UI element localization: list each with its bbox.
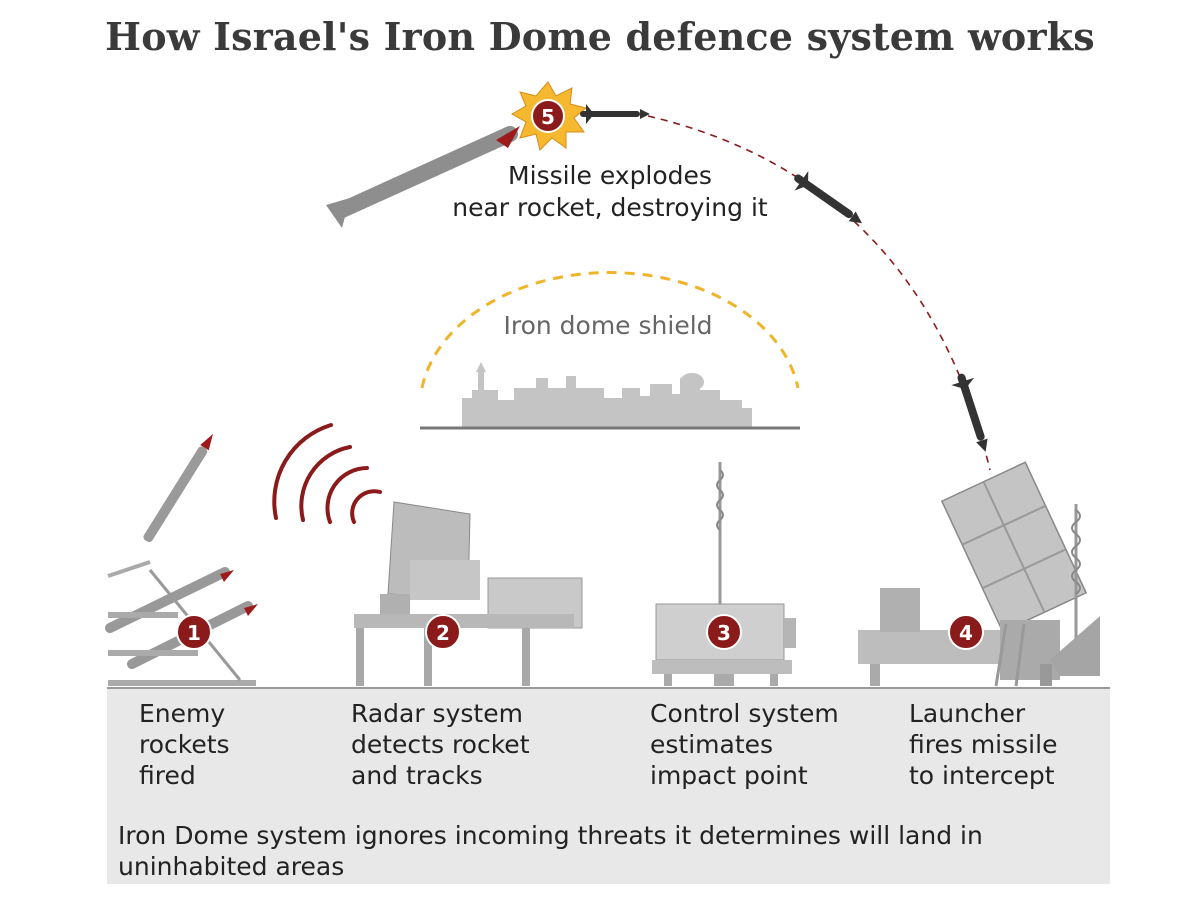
footnote: Iron Dome system ignores incoming threat…: [118, 821, 983, 881]
radar-system: [272, 423, 583, 686]
step-1-number: 1: [187, 621, 201, 645]
page-title: How Israel's Iron Dome defence system wo…: [105, 14, 1095, 59]
incoming-rocket: [326, 126, 520, 228]
step-4-label: Launcher fires missile to intercept: [909, 699, 1058, 790]
step-2-badge: [425, 614, 461, 650]
rocket-launcher: [105, 434, 258, 686]
city-skyline: [462, 362, 752, 428]
explosion-label: Missile explodes near rocket, destroying…: [452, 161, 768, 222]
radar-waves: [272, 423, 382, 524]
step-2-number: 2: [436, 621, 450, 645]
step-4-number: 4: [959, 621, 973, 645]
step-badges: 1 2 3 4: [176, 614, 984, 650]
step-3-badge: [706, 614, 742, 650]
step-3-label: Control system estimates impact point: [650, 699, 839, 790]
step-5-badge: [531, 99, 565, 133]
shield-label: Iron dome shield: [503, 311, 712, 340]
ground-panel: [107, 688, 1110, 884]
step-4-badge: [948, 614, 984, 650]
step-5-number: 5: [541, 105, 555, 129]
missile-launcher: [858, 461, 1100, 687]
shield-arc: [420, 271, 800, 389]
step-1-badge: [176, 614, 212, 650]
step-2-label: Radar system detects rocket and tracks: [351, 699, 530, 790]
control-system: [652, 462, 796, 686]
step-1-label: Enemy rockets fired: [139, 699, 230, 790]
step-3-number: 3: [717, 621, 731, 645]
